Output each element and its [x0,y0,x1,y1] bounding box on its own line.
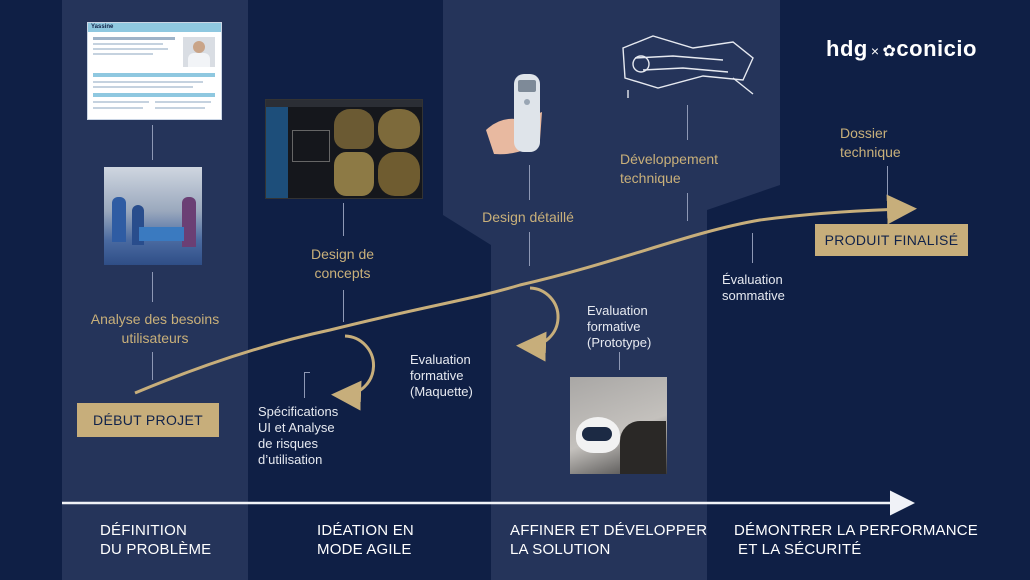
connector-line [529,165,530,200]
persona-card-thumbnail: Yassine [87,22,222,120]
main-path [134,194,917,395]
thermometer-hand-image [486,74,542,155]
connector-line [619,352,620,370]
connector-line [343,203,344,236]
connector-line [529,232,530,266]
logo-conicio: conicio [896,36,977,61]
technical-drawing [622,35,754,98]
persona-photo [183,37,215,67]
brand-logo: hdg×✿conicio [826,36,977,62]
loop-prototype [516,286,560,362]
connector-line [304,372,305,398]
logo-times: × [870,43,880,59]
operating-room-photo [104,167,202,265]
persona-card-header: Yassine [88,23,221,32]
loop-maquette [331,334,375,411]
connector-line [343,290,344,322]
milestone-produit-finalise: PRODUIT FINALISÉ [815,224,968,256]
connector-line [152,352,153,380]
connector-line [687,193,688,221]
connector-line [152,125,153,160]
software-screenshot [265,99,423,199]
connector-line [687,105,688,140]
connector-line [752,233,753,263]
logo-hdg: hdg [826,36,868,61]
step-design-detaille: Design détaillé [482,209,574,225]
connector-line [304,372,310,373]
milestone-debut-projet: DÉBUT PROJET [77,403,219,437]
connector-line [887,166,888,198]
connector-line [152,272,153,302]
logo-flower-icon: ✿ [882,43,897,60]
robot-test-photo [570,377,667,474]
